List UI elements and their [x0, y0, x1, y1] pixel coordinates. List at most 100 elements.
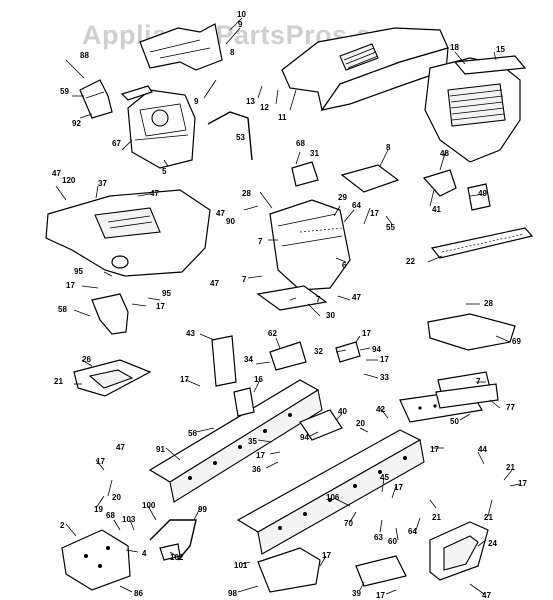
bracket-62-part — [269, 341, 307, 371]
callout-label: 17 — [430, 445, 439, 454]
callout-label: 91 — [156, 445, 165, 454]
bracket-98-part — [257, 547, 321, 593]
callout-label: 47 — [116, 443, 125, 452]
callout-label: 68 — [106, 511, 115, 520]
callout-label: 17 — [256, 451, 265, 460]
callout-label: 43 — [186, 329, 195, 338]
callout-label: 47 — [482, 591, 491, 600]
callout-label: 12 — [260, 103, 269, 112]
seat-pan-26-part — [73, 359, 152, 397]
callout-label: 63 — [374, 533, 383, 542]
callout-label: 35 — [248, 437, 257, 446]
callout-label: 106 — [326, 493, 340, 502]
hood-trim-15-part — [453, 55, 527, 75]
callout-label: 7 — [476, 377, 481, 386]
callout-label: 8 — [386, 143, 391, 152]
callout-label: 18 — [450, 43, 459, 52]
callout-label: 7 — [242, 275, 247, 284]
callout-label: 17 — [156, 302, 165, 311]
callout-label: 86 — [134, 589, 143, 598]
callout-label: 17 — [376, 591, 385, 600]
callout-label: 47 — [52, 169, 61, 178]
callout-label: 94 — [372, 345, 381, 354]
callout-label: 69 — [512, 337, 521, 346]
callout-label: 95 — [162, 289, 171, 298]
dash-panel-part — [127, 89, 196, 169]
callout-label: 21 — [432, 513, 441, 522]
battery-box-part — [269, 199, 351, 291]
callout-label: 95 — [74, 267, 83, 276]
callout-label: 13 — [246, 97, 255, 106]
callout-label: 8 — [230, 48, 235, 57]
callout-label: 22 — [406, 257, 415, 266]
bracket-58-part — [91, 293, 129, 335]
callout-label: 17 — [380, 355, 389, 364]
callout-label: 33 — [380, 373, 389, 382]
callout-label: 7 — [258, 237, 263, 246]
callout-label: 103 — [122, 515, 136, 524]
bracket-92-part — [79, 79, 113, 119]
callout-label: 94 — [300, 433, 309, 442]
callout-label: 102 — [170, 553, 184, 562]
callout-label: 21 — [484, 513, 493, 522]
callout-label: 20 — [112, 493, 121, 502]
callout-label: 28 — [242, 189, 251, 198]
callout-label: 9 — [238, 20, 243, 29]
callout-label: 29 — [338, 193, 347, 202]
callout-label: 5 — [162, 167, 167, 176]
callout-label: 36 — [252, 465, 261, 474]
callout-label: 101 — [234, 561, 248, 570]
callout-label: 17 — [518, 479, 527, 488]
callout-label: 21 — [54, 377, 63, 386]
callout-label: 10 — [237, 10, 246, 19]
callout-label: 62 — [268, 329, 277, 338]
callout-label: 20 — [356, 419, 365, 428]
callout-labels: 10 9 8 88 59 92 67 5 9 13 12 11 53 18 15… — [52, 10, 527, 600]
callout-label: 4 — [142, 549, 147, 558]
callout-label: 37 — [98, 179, 107, 188]
callout-label: 68 — [296, 139, 305, 148]
callout-label: 30 — [326, 311, 335, 320]
callout-label: 98 — [228, 589, 237, 598]
bracket-41-part — [422, 169, 457, 197]
callout-label: 40 — [338, 407, 347, 416]
callout-label: 26 — [82, 355, 91, 364]
callout-label: 47 — [352, 293, 361, 302]
bracket-32-part — [335, 341, 361, 363]
grille-part — [424, 57, 521, 163]
callout-label: 31 — [310, 149, 319, 158]
plate-8-part — [340, 164, 400, 193]
callout-label: 17 — [394, 483, 403, 492]
plate-69-part — [427, 313, 516, 351]
right-frame-rail-part — [236, 429, 425, 555]
callout-label: 60 — [388, 537, 397, 546]
callout-label: 34 — [244, 355, 253, 364]
callout-label: 24 — [488, 539, 497, 548]
callout-label: 64 — [352, 201, 361, 210]
center-bracket-40-part — [299, 409, 343, 441]
callout-label: 17 — [362, 329, 371, 338]
callout-label: 47 — [150, 189, 159, 198]
callout-label: 2 — [60, 521, 65, 530]
callout-label: 7 — [316, 295, 321, 304]
dash-bracket-part — [139, 23, 223, 71]
callout-label: 17 — [322, 551, 331, 560]
floor-plate-30-part — [256, 285, 328, 311]
bracket-49-part — [467, 183, 491, 211]
callout-label: 17 — [180, 375, 189, 384]
callout-label: 88 — [80, 51, 89, 60]
callout-label: 45 — [380, 473, 389, 482]
callout-label: 21 — [506, 463, 515, 472]
callout-label: 17 — [96, 457, 105, 466]
bracket-16-part — [233, 387, 255, 417]
callout-label: 100 — [142, 501, 156, 510]
callout-label: 6 — [342, 261, 347, 270]
rail-22-part — [430, 227, 534, 259]
callout-label: 39 — [352, 589, 361, 598]
callout-label: 67 — [112, 139, 121, 148]
callout-label: 50 — [450, 417, 459, 426]
callout-label: 47 — [210, 279, 219, 288]
step-plate-24-part — [429, 521, 489, 581]
